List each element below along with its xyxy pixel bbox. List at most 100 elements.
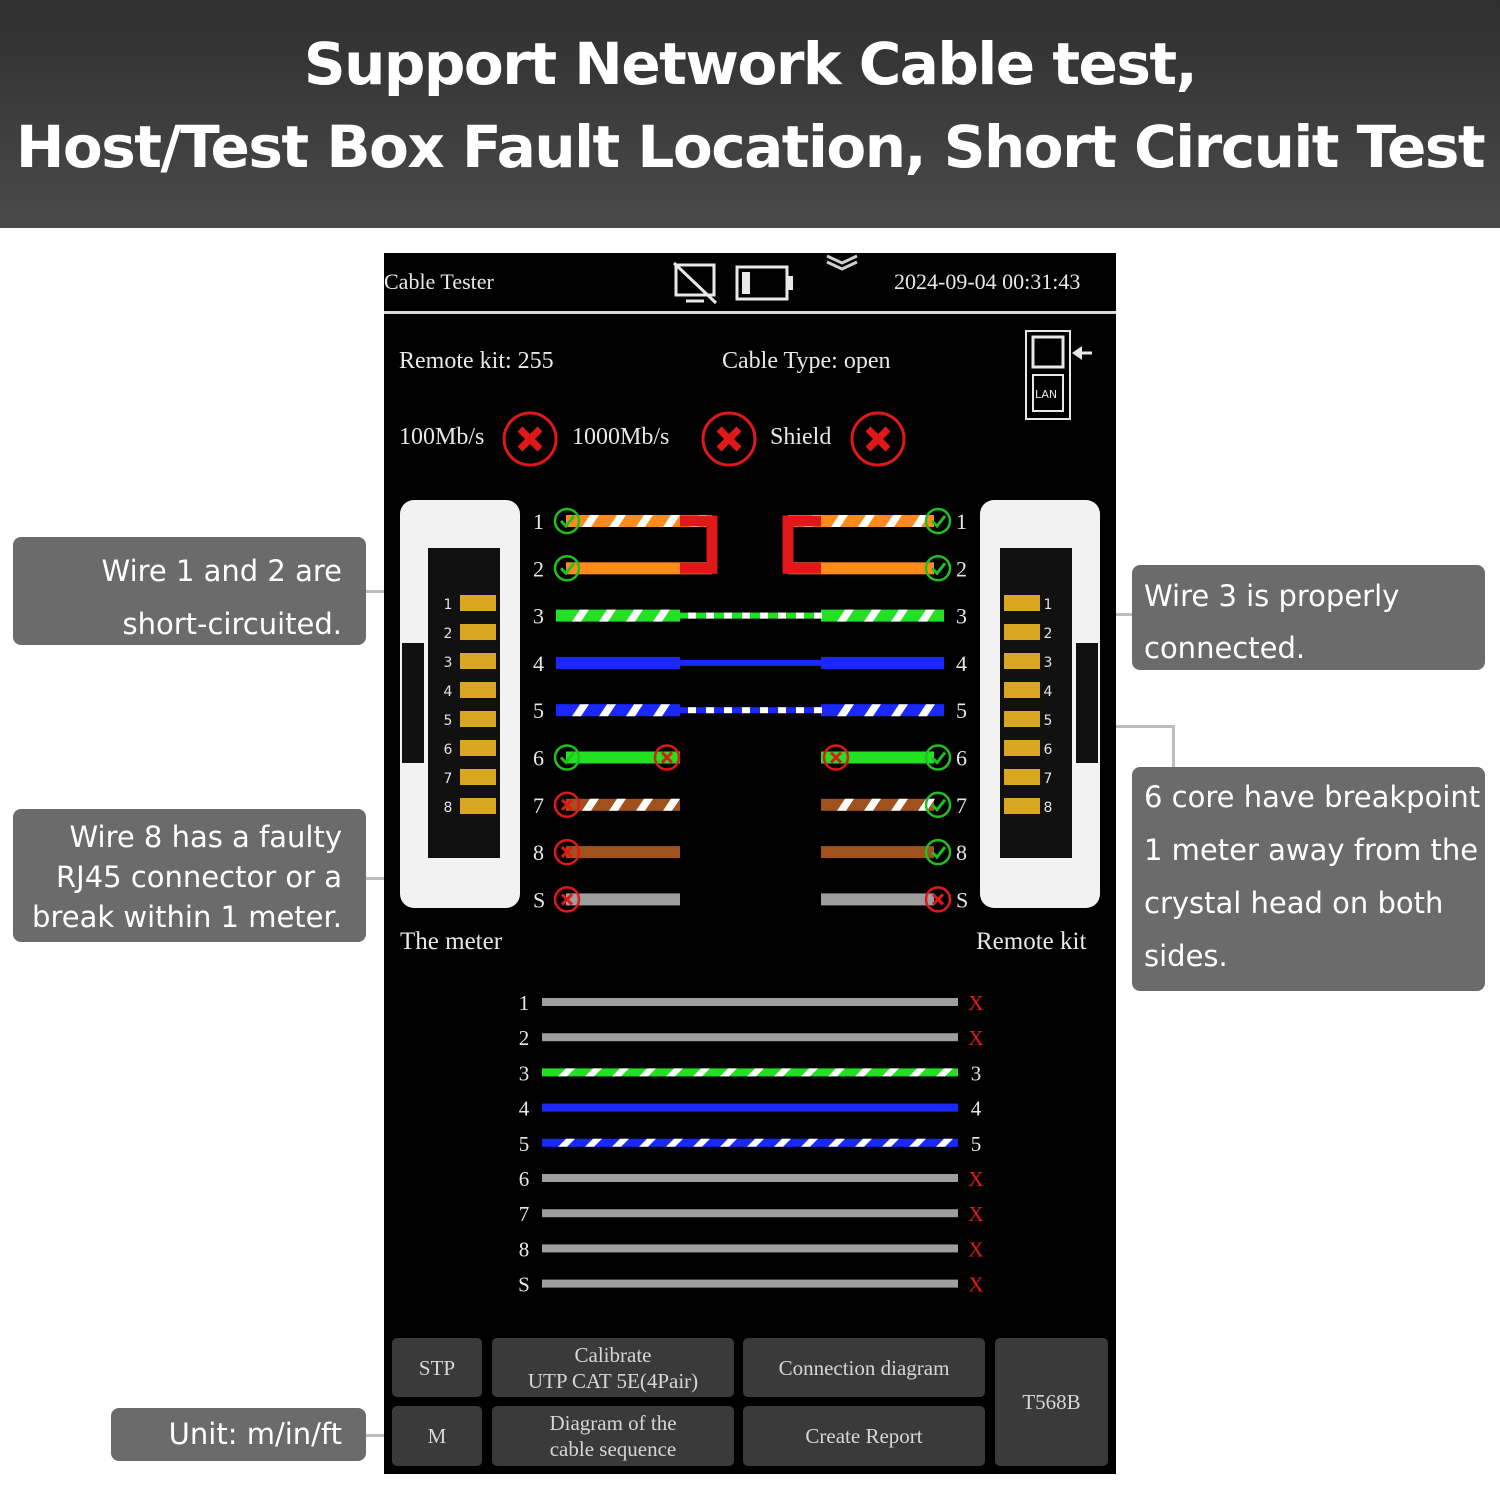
sequence-label-left: 7	[519, 1202, 530, 1226]
wire-right-segment	[821, 609, 944, 622]
sequence-wire	[542, 1244, 958, 1253]
banner-title-line2: Host/Test Box Fault Location, Short Circ…	[15, 113, 1486, 181]
sequence-wire	[542, 1279, 958, 1288]
wire-link-stripe	[706, 707, 714, 714]
rj45-pin	[460, 798, 496, 814]
sequence-label-left: 8	[519, 1237, 530, 1261]
sequence-label-left: 1	[519, 991, 530, 1015]
sequence-label-left: 2	[519, 1026, 530, 1050]
unit-button[interactable]: M	[392, 1406, 482, 1466]
callout-connected: Wire 3 is properly connected.	[1132, 565, 1485, 670]
callout-breakpoint-line4: sides.	[1144, 939, 1228, 973]
wire-label-right: 2	[956, 556, 967, 581]
cable-type-value: open	[843, 348, 891, 374]
wire-label-left: 5	[533, 698, 544, 723]
wire-link-stripe	[688, 707, 696, 714]
rj45-pin-label: 7	[1044, 771, 1053, 787]
sequence-label-right: X	[968, 1237, 983, 1261]
sequence-label-left: S	[518, 1273, 530, 1297]
sequence-label-right: 3	[971, 1061, 982, 1085]
rj45-pin	[1004, 595, 1040, 611]
wire-link	[680, 659, 821, 666]
wire-left-status-icon	[553, 744, 581, 771]
chevron-down-icon[interactable]	[824, 253, 860, 271]
wire-label-right: 6	[956, 746, 967, 771]
wiring-standard-button[interactable]: T568B	[995, 1338, 1108, 1466]
no-display-icon	[672, 261, 718, 305]
rj45-pin-label: 5	[444, 713, 453, 729]
sequence-wire	[542, 998, 958, 1006]
wire-label-right: 1	[956, 509, 967, 534]
create-report-button[interactable]: Create Report	[743, 1406, 985, 1466]
rj45-pin-label: 4	[1044, 684, 1053, 700]
unit-button-label: M	[427, 1424, 447, 1448]
sequence-label-left: 6	[519, 1167, 530, 1191]
wire-label-left: 3	[533, 604, 544, 629]
wire-right-segment	[788, 562, 934, 575]
rj45-pin	[1004, 798, 1040, 814]
calibrate-button[interactable]: Calibrate UTP CAT 5E(4Pair)	[492, 1338, 734, 1397]
rj45-pin-label: 8	[444, 800, 453, 816]
wire-label-left: 7	[533, 793, 544, 818]
rj45-pin-label: 6	[1044, 742, 1053, 758]
wire-label-left: 8	[533, 840, 544, 865]
break-point-right-icon	[822, 744, 850, 771]
wire-link-stripe	[796, 707, 804, 714]
wire-label-left: 6	[533, 746, 544, 771]
remote-kit-value: 255	[517, 348, 554, 374]
wire-label-right: 8	[956, 840, 967, 865]
rj45-pin-label: 6	[444, 742, 453, 758]
wire-label-left: 1	[533, 509, 544, 534]
wire-label-right: 7	[956, 793, 967, 818]
rj45-pin-label: 3	[1044, 655, 1053, 671]
wire-left-segment	[556, 704, 680, 717]
sequence-label-right: X	[968, 991, 983, 1015]
callout-breakpoint-line1: 6 core have breakpoint	[1144, 780, 1481, 814]
callout-faulty-line3: break within 1 meter.	[32, 900, 342, 934]
cable-type-label: Cable Type:	[722, 348, 838, 374]
wire-left-segment	[566, 562, 712, 575]
speed-100-fail-icon	[502, 411, 558, 467]
calibrate-line1: Calibrate	[574, 1342, 652, 1367]
wire-link-stripe	[724, 707, 732, 714]
wire-link-stripe	[814, 707, 822, 714]
sequence-wire	[542, 1138, 958, 1147]
wire-left-status-icon	[553, 507, 581, 535]
rj45-pin-label: 1	[444, 597, 453, 613]
wiring-standard-label: T568B	[1022, 1390, 1081, 1414]
rj45-pin	[1004, 624, 1040, 640]
wire-label-right: 3	[956, 604, 967, 629]
wire-link-stripe	[760, 707, 768, 714]
wire-label-left: 2	[533, 556, 544, 581]
connection-diagram-button[interactable]: Connection diagram	[743, 1338, 985, 1397]
break-point-left-icon	[653, 744, 681, 771]
remote-kit-info: Remote kit: 255	[399, 348, 554, 375]
wire-link-stripe	[742, 612, 750, 619]
rj45-pin-label: 5	[1044, 713, 1053, 729]
cable-sequence-button[interactable]: Diagram of the cable sequence	[492, 1406, 734, 1466]
sequence-label-right: X	[968, 1167, 983, 1191]
rj45-pin	[460, 682, 496, 698]
port-selector[interactable]: LAN	[1024, 327, 1102, 423]
stp-button[interactable]: STP	[392, 1338, 482, 1397]
rj45-pin-label: 2	[444, 626, 453, 642]
wire-link-stripe	[706, 612, 714, 619]
wire-label-right: 4	[956, 651, 967, 676]
wire-right-status-icon	[924, 791, 952, 819]
rj45-pin-label: 1	[1044, 597, 1053, 613]
cable-sequence-line1: Diagram of the	[549, 1411, 677, 1435]
cable-type-info: Cable Type: open	[722, 348, 891, 375]
remote-kit-label-bottom: Remote kit	[976, 928, 1087, 955]
callout-short-line2: short-circuited.	[122, 607, 343, 641]
status-divider	[384, 311, 1116, 314]
wire-right-segment	[821, 656, 944, 669]
wire-left-segment	[566, 751, 680, 764]
wire-right-status-icon	[924, 886, 952, 913]
rj45-pin-label: 8	[1044, 800, 1053, 816]
sequence-wire	[542, 1068, 958, 1077]
wire-left-status-icon	[553, 886, 581, 913]
wire-link-stripe	[760, 612, 768, 619]
port-arrow-icon	[1025, 330, 1092, 420]
sequence-label-right: 4	[971, 1097, 982, 1121]
